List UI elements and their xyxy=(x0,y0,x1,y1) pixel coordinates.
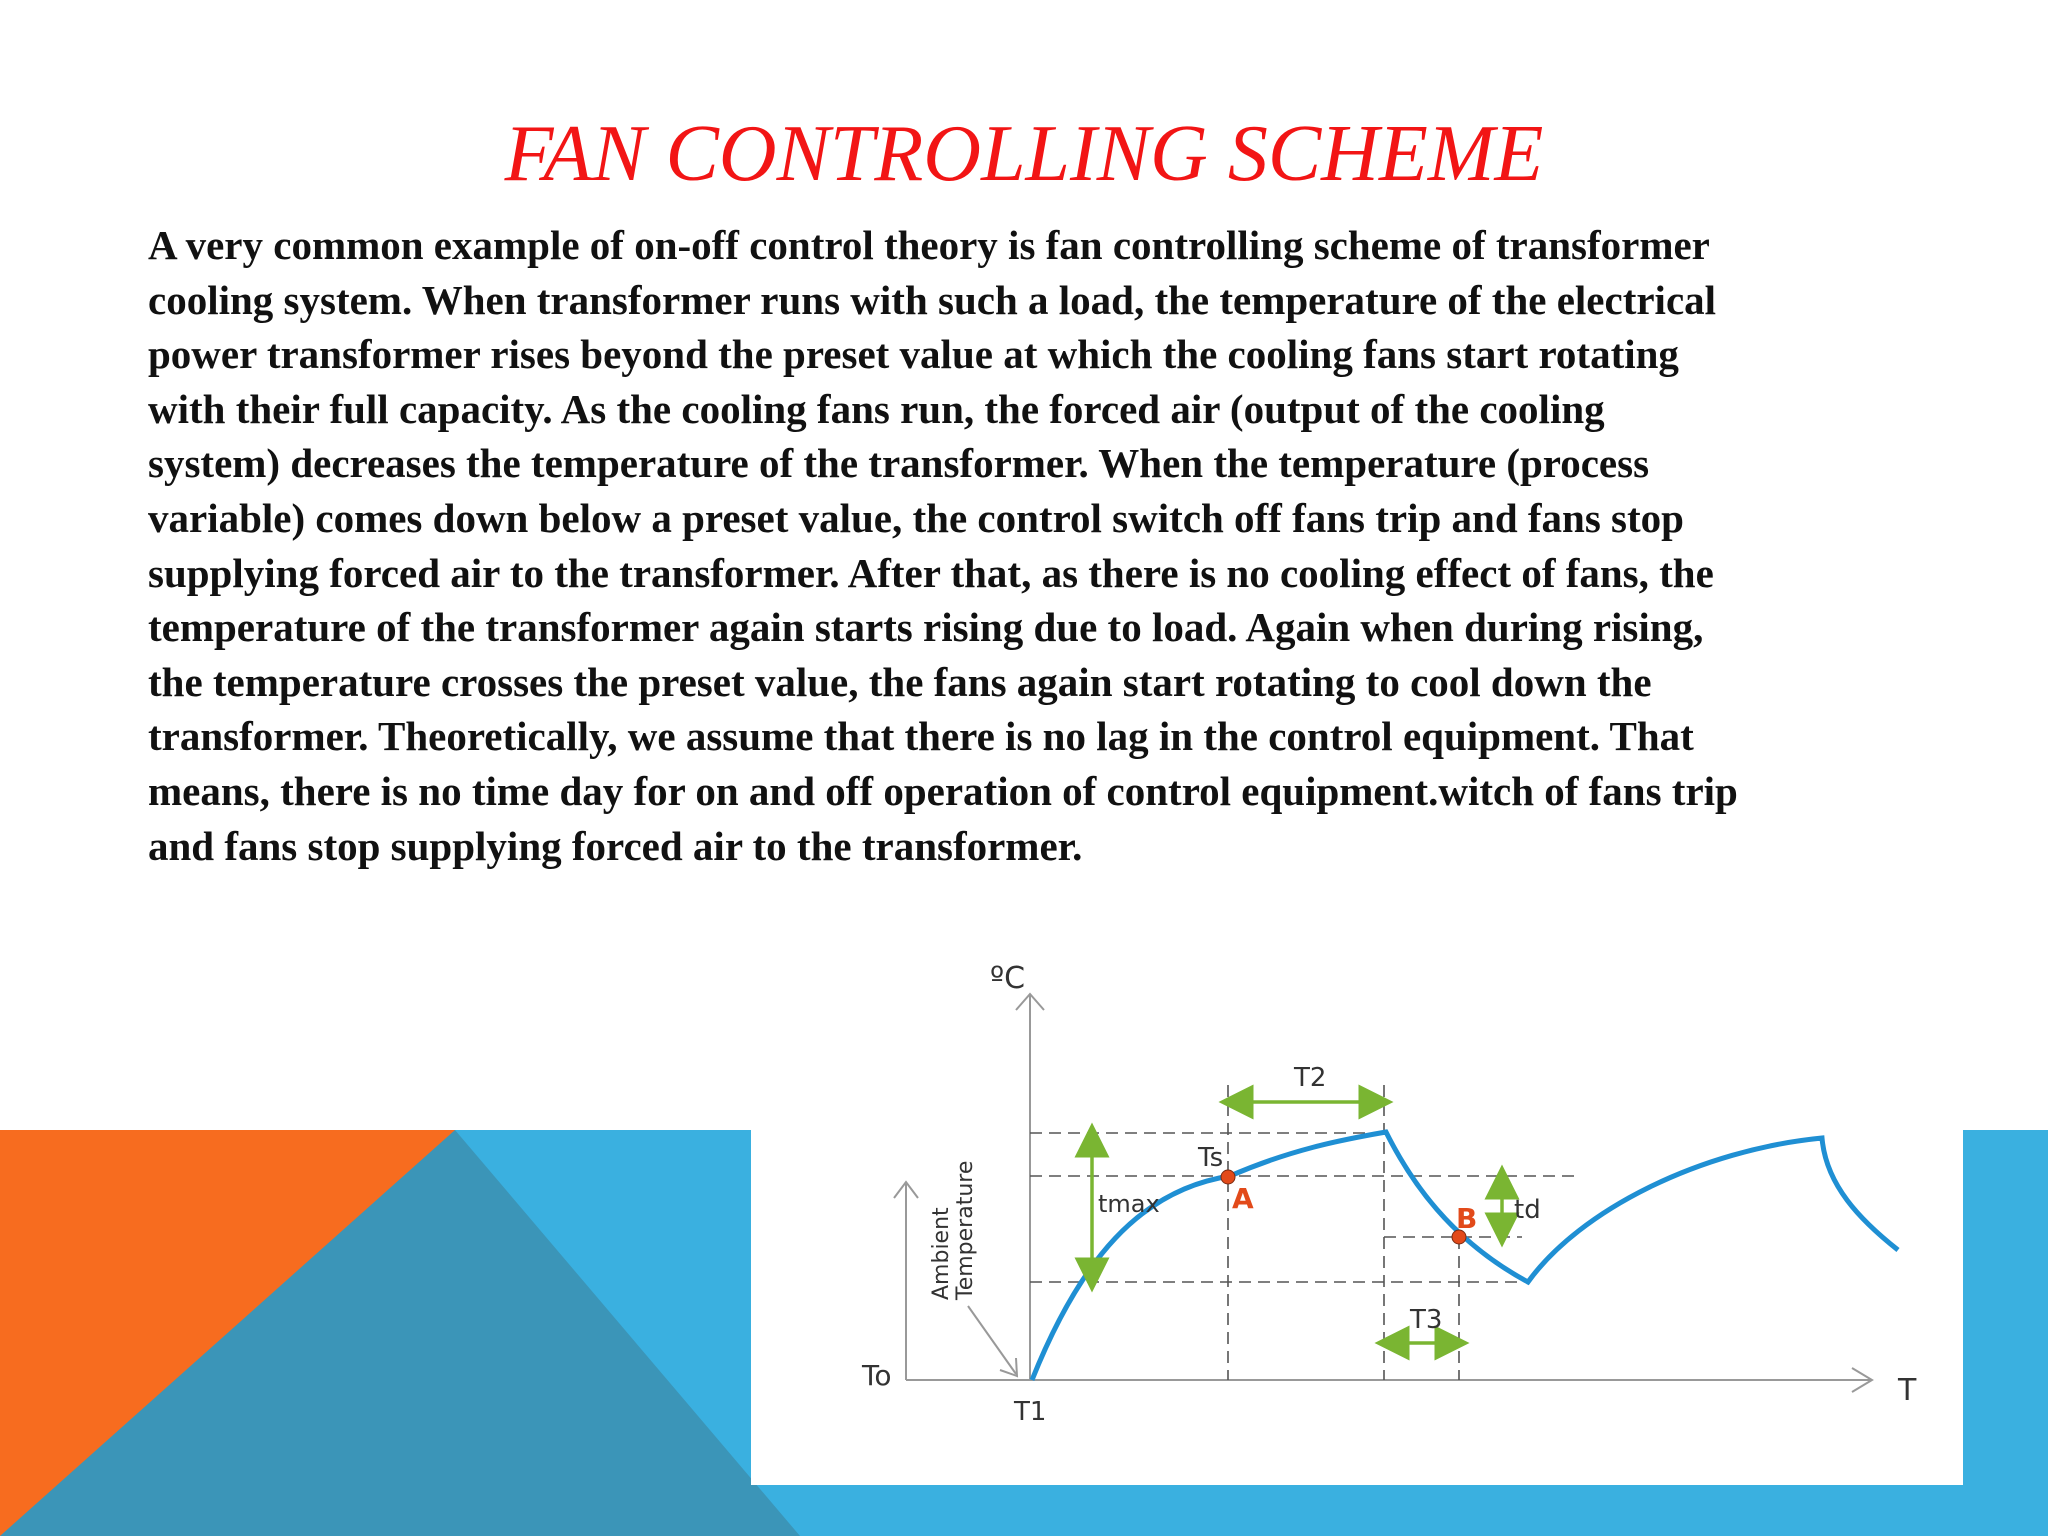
point-b-marker xyxy=(1451,1229,1467,1245)
body-line: system) decreases the temperature of the… xyxy=(148,440,1650,487)
body-line: A very common example of on-off control … xyxy=(148,222,1710,268)
temperature-curve xyxy=(1029,1129,1900,1381)
body-line: temperature of the transformer again sta… xyxy=(148,604,1704,651)
body-line: with their full capacity. As the cooling… xyxy=(148,385,1605,432)
orange-triangle xyxy=(0,1130,455,1536)
slide-body-text: A very common example of on-off control … xyxy=(148,218,1928,873)
t1-label: T1 xyxy=(1013,1397,1046,1427)
body-line: and fans stop supplying forced air to th… xyxy=(148,822,1083,869)
point-a-label: A xyxy=(1232,1182,1254,1215)
y-axis-arrowhead xyxy=(1015,992,1045,1011)
body-line: supplying forced air to the transformer.… xyxy=(148,549,1714,596)
body-line: means, there is no time day for on and o… xyxy=(148,767,1738,814)
body-line: transformer. Theoretically, we assume th… xyxy=(148,713,1694,760)
y-axis-label: ºC xyxy=(990,961,1025,996)
diagram-panel xyxy=(751,940,1963,1485)
t2-label: T2 xyxy=(1293,1063,1326,1093)
td-label: td xyxy=(1514,1195,1541,1225)
ambient-pointer xyxy=(967,1305,1017,1375)
point-a-marker xyxy=(1220,1169,1236,1185)
dashed-guides xyxy=(1030,1085,1580,1380)
ambient-label-line2: Temperature xyxy=(953,1161,978,1301)
x-axis-arrowhead xyxy=(1851,1367,1874,1393)
body-line: power transformer rises beyond the prese… xyxy=(148,331,1679,378)
dimension-arrows xyxy=(1074,1084,1520,1361)
ts-label: Ts xyxy=(1197,1143,1223,1173)
body-line: the temperature crosses the preset value… xyxy=(148,658,1652,705)
ambient-label-line1: Ambient xyxy=(929,1207,954,1300)
slide-title: FAN CONTROLLING SCHEME xyxy=(504,110,1544,198)
axes xyxy=(893,992,1874,1393)
body-line: variable) comes down below a preset valu… xyxy=(148,494,1684,541)
ambient-arrow-head xyxy=(893,1180,919,1199)
tmax-label: tmax xyxy=(1098,1190,1160,1218)
body-line: cooling system. When transformer runs wi… xyxy=(148,276,1717,323)
t3-label: T3 xyxy=(1409,1305,1442,1335)
point-b-label: B xyxy=(1456,1202,1477,1235)
t0-label: To xyxy=(861,1359,891,1392)
x-axis-label: T xyxy=(1897,1373,1917,1408)
ambient-pointer-head xyxy=(999,1357,1019,1378)
